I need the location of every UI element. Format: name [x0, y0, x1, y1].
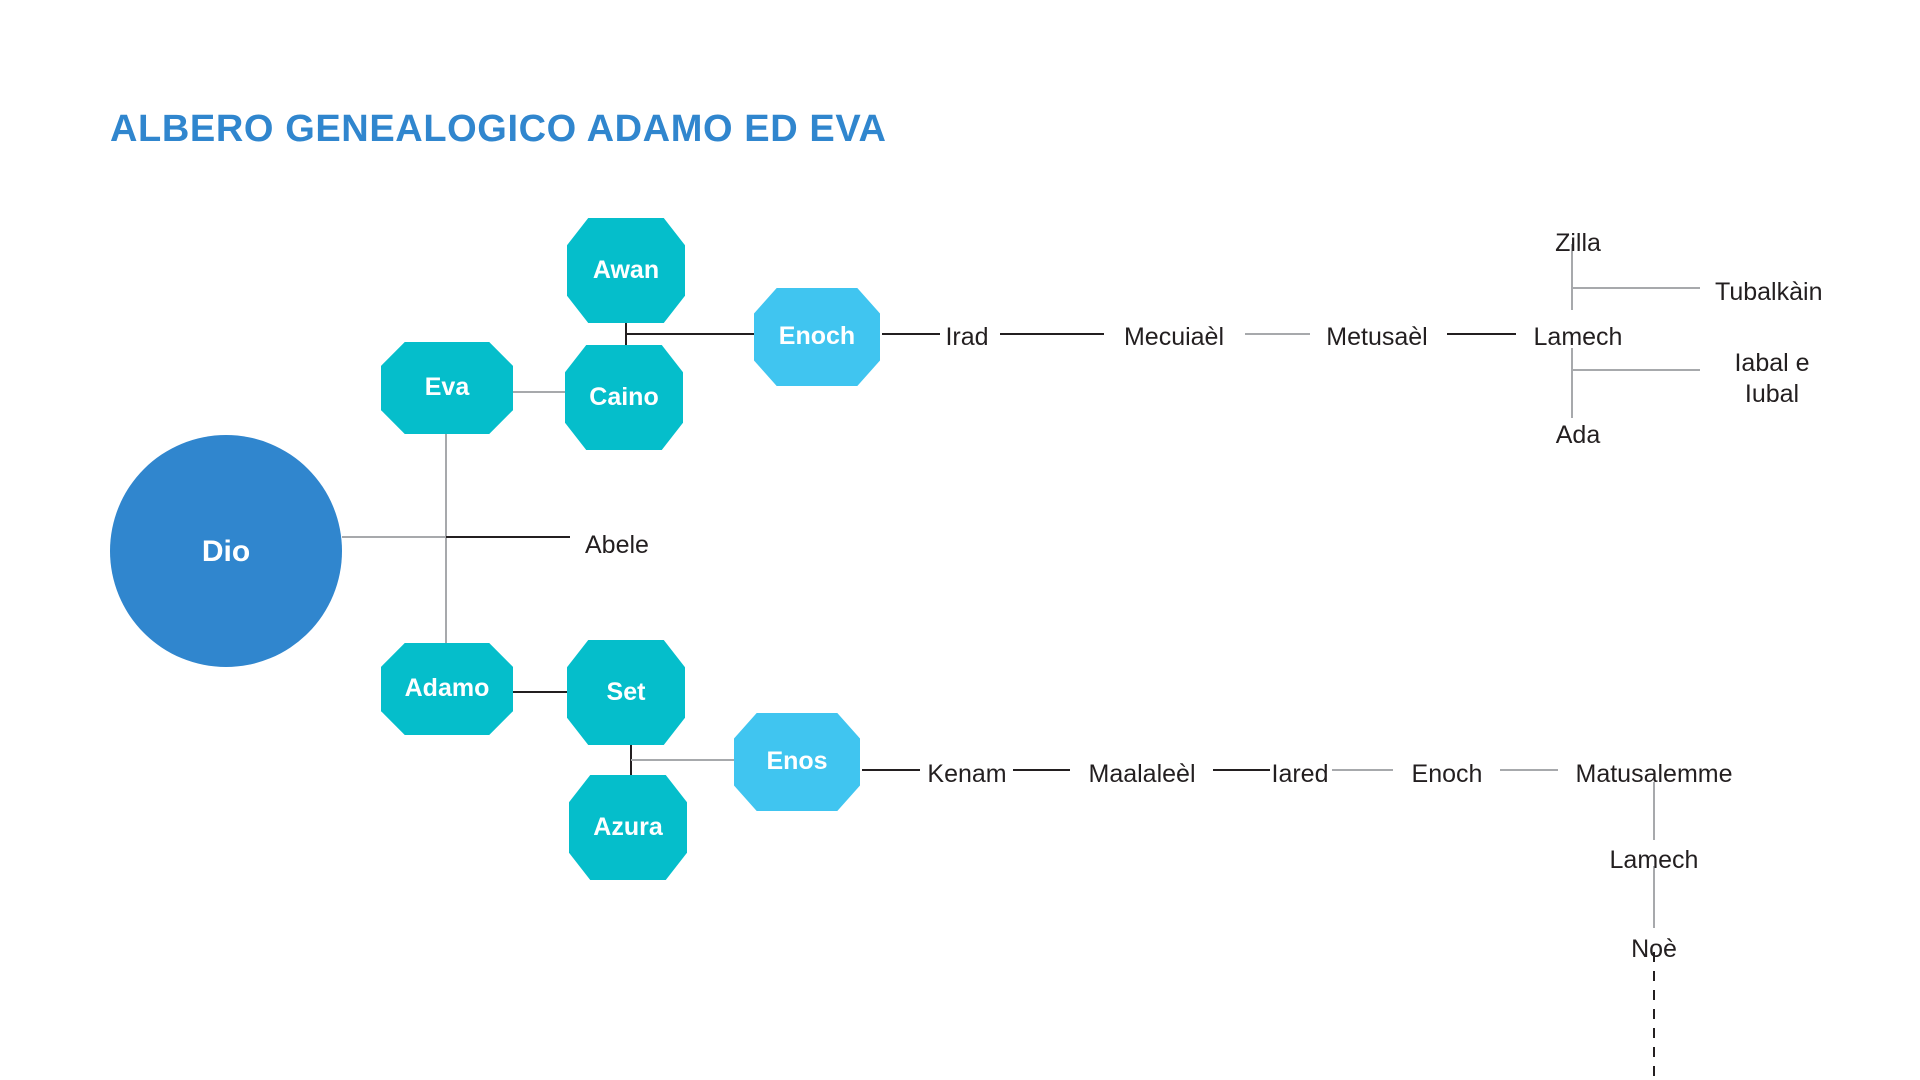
- node-label-caino: Caino: [589, 382, 659, 411]
- node-label-awan: Awan: [592, 255, 660, 284]
- node-eva[interactable]: Eva: [381, 342, 513, 434]
- text-label-irad: Irad: [945, 323, 989, 351]
- node-enos[interactable]: Enos: [734, 713, 860, 811]
- page-title: ALBERO GENEALOGICO ADAMO ED EVA: [110, 108, 887, 150]
- text-label-abele: Abele: [585, 531, 649, 559]
- node-label-enoch1: Enoch: [778, 322, 856, 351]
- node-label-eva: Eva: [424, 373, 470, 402]
- text-label-metusael: Metusaèl: [1326, 323, 1428, 351]
- text-label-iared: Iared: [1271, 760, 1329, 788]
- node-azura[interactable]: Azura: [569, 775, 687, 880]
- node-awan[interactable]: Awan: [567, 218, 685, 323]
- node-dio[interactable]: Dio: [110, 435, 342, 667]
- node-label-azura: Azura: [593, 812, 663, 841]
- text-label-mecuiael: Mecuiaèl: [1123, 323, 1225, 351]
- node-set[interactable]: Set: [567, 640, 685, 745]
- text-label-matusalemme: Matusalemme: [1575, 760, 1733, 788]
- text-label-iabal-iubal: Iabal e Iubal: [1734, 349, 1810, 408]
- text-label-lamech2: Lamech: [1609, 846, 1699, 874]
- text-label-tubalkain: Tubalkàin: [1715, 278, 1823, 306]
- node-label-set: Set: [606, 677, 646, 706]
- node-caino[interactable]: Caino: [565, 345, 683, 450]
- text-label-ada: Ada: [1555, 421, 1601, 449]
- text-label-noe: Noè: [1631, 935, 1677, 963]
- node-label-dio: Dio: [201, 534, 251, 568]
- node-enoch1[interactable]: Enoch: [754, 288, 880, 386]
- node-label-enos: Enos: [766, 747, 828, 776]
- node-label-adamo: Adamo: [404, 674, 490, 703]
- text-label-maalaleel: Maalaleèl: [1088, 760, 1196, 788]
- text-label-zilla: Zilla: [1555, 229, 1601, 257]
- text-label-lamech1: Lamech: [1533, 323, 1623, 351]
- text-label-enoch2: Enoch: [1411, 760, 1483, 788]
- text-label-kenam: Kenam: [927, 760, 1007, 788]
- node-adamo[interactable]: Adamo: [381, 643, 513, 735]
